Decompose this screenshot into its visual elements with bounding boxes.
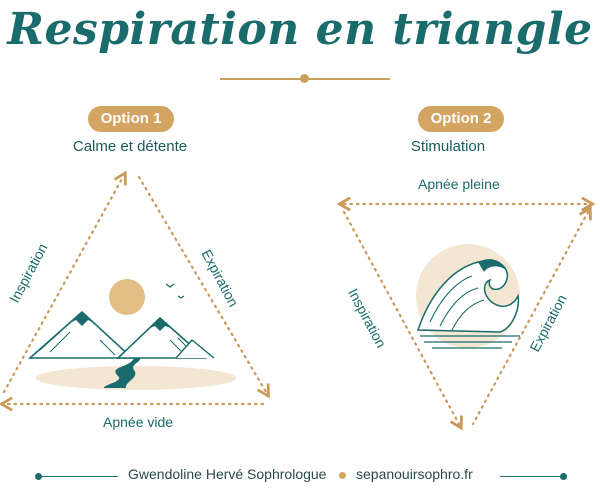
option1-triangle — [0, 170, 270, 412]
option1-badge: Option 1 — [88, 106, 174, 132]
wave-illustration — [416, 244, 520, 349]
sun-icon — [109, 279, 145, 315]
title-divider-dot — [300, 74, 309, 83]
option2-badge: Option 2 — [418, 106, 504, 132]
option2-triangle — [336, 196, 596, 431]
option2-exhale-arrow — [471, 205, 592, 426]
footer-left-line — [40, 476, 118, 477]
option1-exhale-arrow — [137, 175, 270, 399]
page-title: Respiration en triangle — [7, 4, 593, 55]
footer-separator-dot — [339, 472, 346, 479]
footer-website: sepanouirsophro.fr — [356, 466, 473, 482]
footer-left-dot — [35, 473, 42, 480]
birds-icon — [165, 283, 185, 299]
option2-inhale-arrow — [342, 210, 463, 431]
mountain-illustration — [27, 279, 236, 390]
footer: Gwendoline Hervé Sophrologue sepanouirso… — [0, 466, 600, 486]
ground-shadow — [36, 366, 236, 390]
footer-author: Gwendoline Hervé Sophrologue — [128, 466, 327, 482]
option1-subtitle: Calme et détente — [72, 138, 188, 155]
footer-right-line — [500, 476, 562, 477]
option2-apnee-pleine-label: Apnée pleine — [418, 176, 500, 192]
option1-inhale-arrow — [2, 170, 127, 394]
footer-right-dot — [560, 473, 567, 480]
river-icon — [104, 358, 141, 388]
option1-apnee-vide-label: Apnée vide — [103, 414, 174, 430]
option2-subtitle: Stimulation — [410, 138, 486, 155]
